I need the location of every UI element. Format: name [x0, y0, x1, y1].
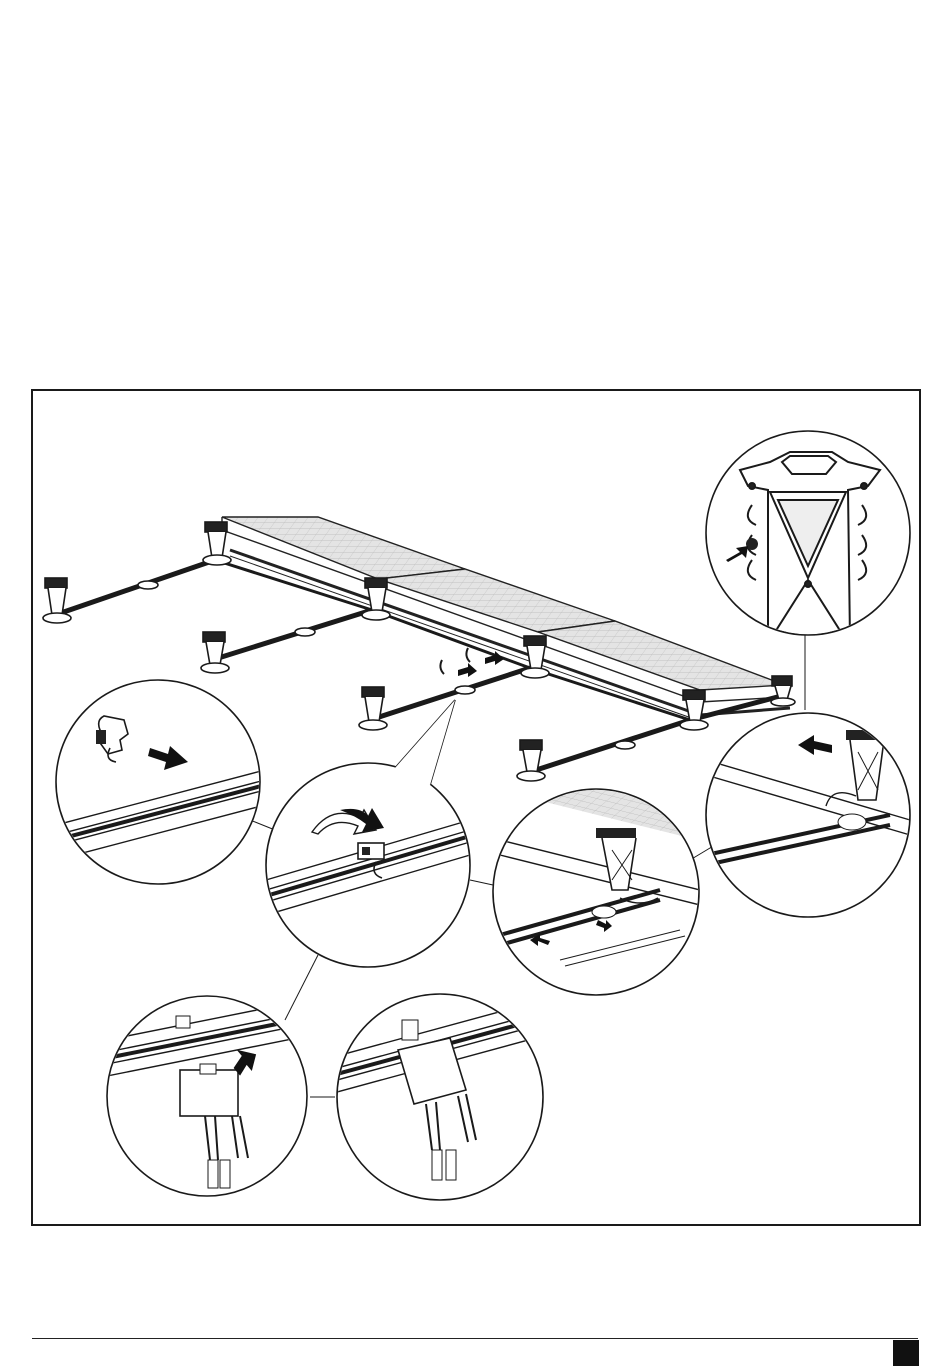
foot-icon [203, 522, 231, 565]
clip-arrows [440, 648, 504, 677]
foot-icon [359, 687, 387, 730]
arrow-icon [458, 663, 477, 677]
foot-icon [771, 676, 795, 706]
clip-icon [466, 648, 470, 662]
foot-icon [201, 632, 229, 673]
foot-icon [517, 740, 545, 781]
detail-foot-top [706, 431, 910, 640]
detail-clip-slide [56, 680, 265, 884]
clip-icon [440, 660, 444, 674]
footer-rule [32, 1338, 918, 1339]
detail-foot-cable-1 [493, 759, 712, 995]
foot-icon [521, 636, 549, 678]
solar-panel-1 [222, 517, 465, 579]
solar-panel-2 [378, 569, 615, 632]
detail-foot-cable-2 [706, 713, 910, 917]
foot-icon [43, 578, 71, 623]
detail-optimizer-mount [107, 996, 307, 1196]
page-number [893, 1340, 919, 1366]
detail-optimizer-mounted [337, 994, 543, 1200]
detail-clip-rotate [266, 700, 470, 967]
solar-panel-3 [538, 621, 785, 690]
